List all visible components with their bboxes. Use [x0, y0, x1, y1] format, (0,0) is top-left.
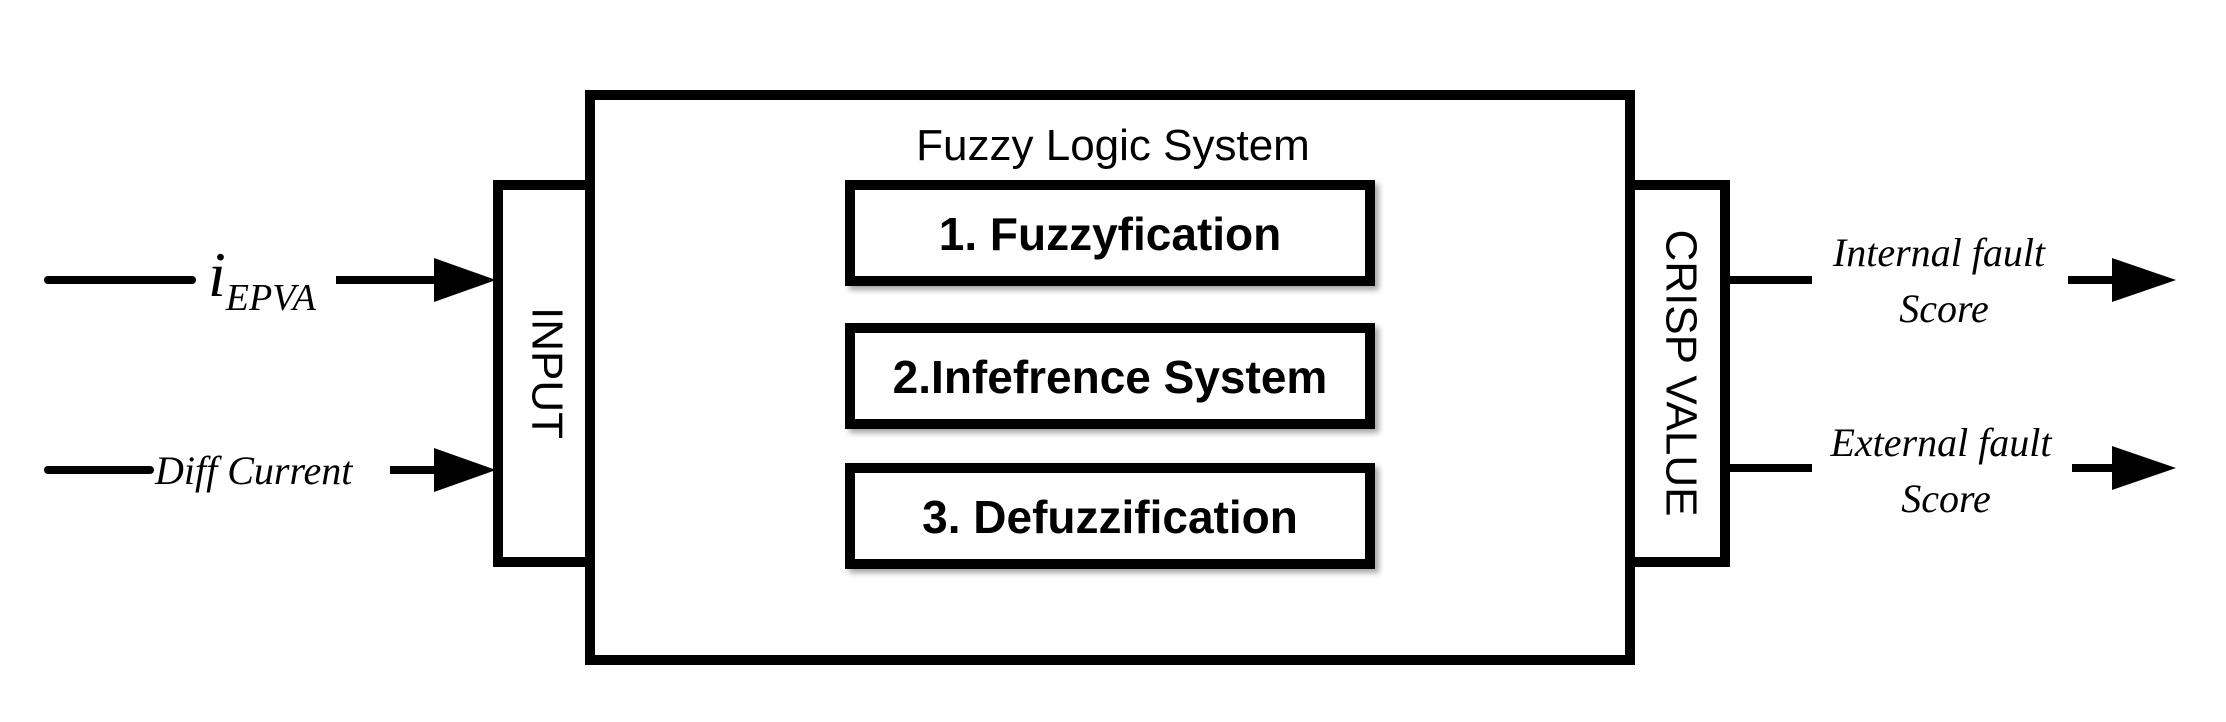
system-title: Fuzzy Logic System — [916, 121, 1310, 170]
crisp-value-block — [1625, 180, 1730, 567]
step-label-defuzzification: 3. Defuzzification — [922, 491, 1298, 543]
step-label-fuzzyfication: 1. Fuzzyfication — [939, 208, 1281, 260]
step-box-fuzzyfication — [845, 180, 1375, 286]
output-arrowhead-internal — [2112, 258, 2176, 302]
input-arrowhead-iepva — [434, 258, 496, 302]
output-label-internal: Internal fault Score — [1832, 230, 2055, 331]
input-label-iepva: iEPVA — [208, 239, 317, 319]
input-block — [493, 180, 595, 567]
output-arrowhead-external — [2112, 446, 2176, 490]
step-label-inference: 2.Infefrence System — [893, 351, 1328, 403]
crisp-value-label: CRISP VALUE — [1656, 230, 1705, 517]
step-box-inference — [845, 323, 1375, 429]
input-arrowhead-diff — [434, 448, 496, 492]
output-label-external: External fault Score — [1829, 420, 2061, 521]
input-label-diff-current: Diff Current — [154, 448, 353, 493]
step-box-defuzzification — [845, 463, 1375, 569]
input-block-label: INPUT — [522, 307, 571, 439]
